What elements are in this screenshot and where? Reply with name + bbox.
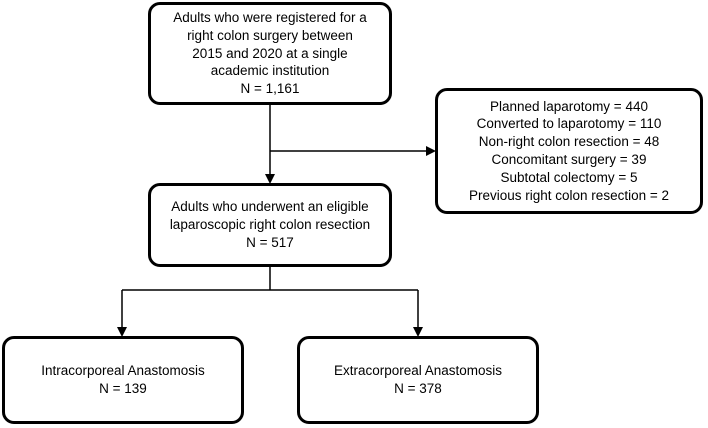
extracorporeal-anastomosis-box: Extracorporeal Anastomosis N = 378 [297, 336, 539, 424]
exclusion-non-right-colon-resection: Non-right colon resection = 48 [478, 134, 660, 150]
registered-adults-box: Adults who were registered for a right c… [148, 2, 392, 105]
registered-line-3: 2015 and 2020 at a single [192, 45, 348, 61]
extracorporeal-count: N = 378 [394, 381, 442, 396]
exclusion-previous-right-colon-resection: Previous right colon resection = 2 [469, 187, 669, 203]
registered-line-2: right colon surgery between [187, 27, 353, 43]
eligible-adults-box: Adults who underwent an eligible laparos… [148, 183, 392, 267]
intracorporeal-label: Intracorporeal Anastomosis [41, 363, 205, 379]
registered-count: N = 1,161 [240, 81, 300, 97]
extracorporeal-label: Extracorporeal Anastomosis [333, 363, 503, 379]
intracorporeal-count: N = 139 [99, 381, 147, 396]
eligible-line-2: laparoscopic right colon resection [169, 217, 371, 233]
exclusion-concomitant-surgery: Concomitant surgery = 39 [491, 152, 647, 167]
eligible-count: N = 517 [246, 234, 294, 250]
exclusion-planned-laparotomy: Planned laparotomy = 440 [489, 98, 648, 114]
registered-line-4: academic institution [210, 63, 330, 79]
eligible-line-1: Adults who underwent an eligible [171, 199, 369, 215]
intracorporeal-anastomosis-box: Intracorporeal Anastomosis N = 139 [2, 336, 244, 424]
exclusions-box: Planned laparotomy = 440 Converted to la… [435, 88, 703, 214]
registered-line-1: Adults who were registered for a [173, 9, 367, 25]
exclusion-converted-to-laparotomy: Converted to laparotomy = 110 [476, 116, 662, 132]
exclusion-subtotal-colectomy: Subtotal colectomy = 5 [500, 169, 638, 185]
